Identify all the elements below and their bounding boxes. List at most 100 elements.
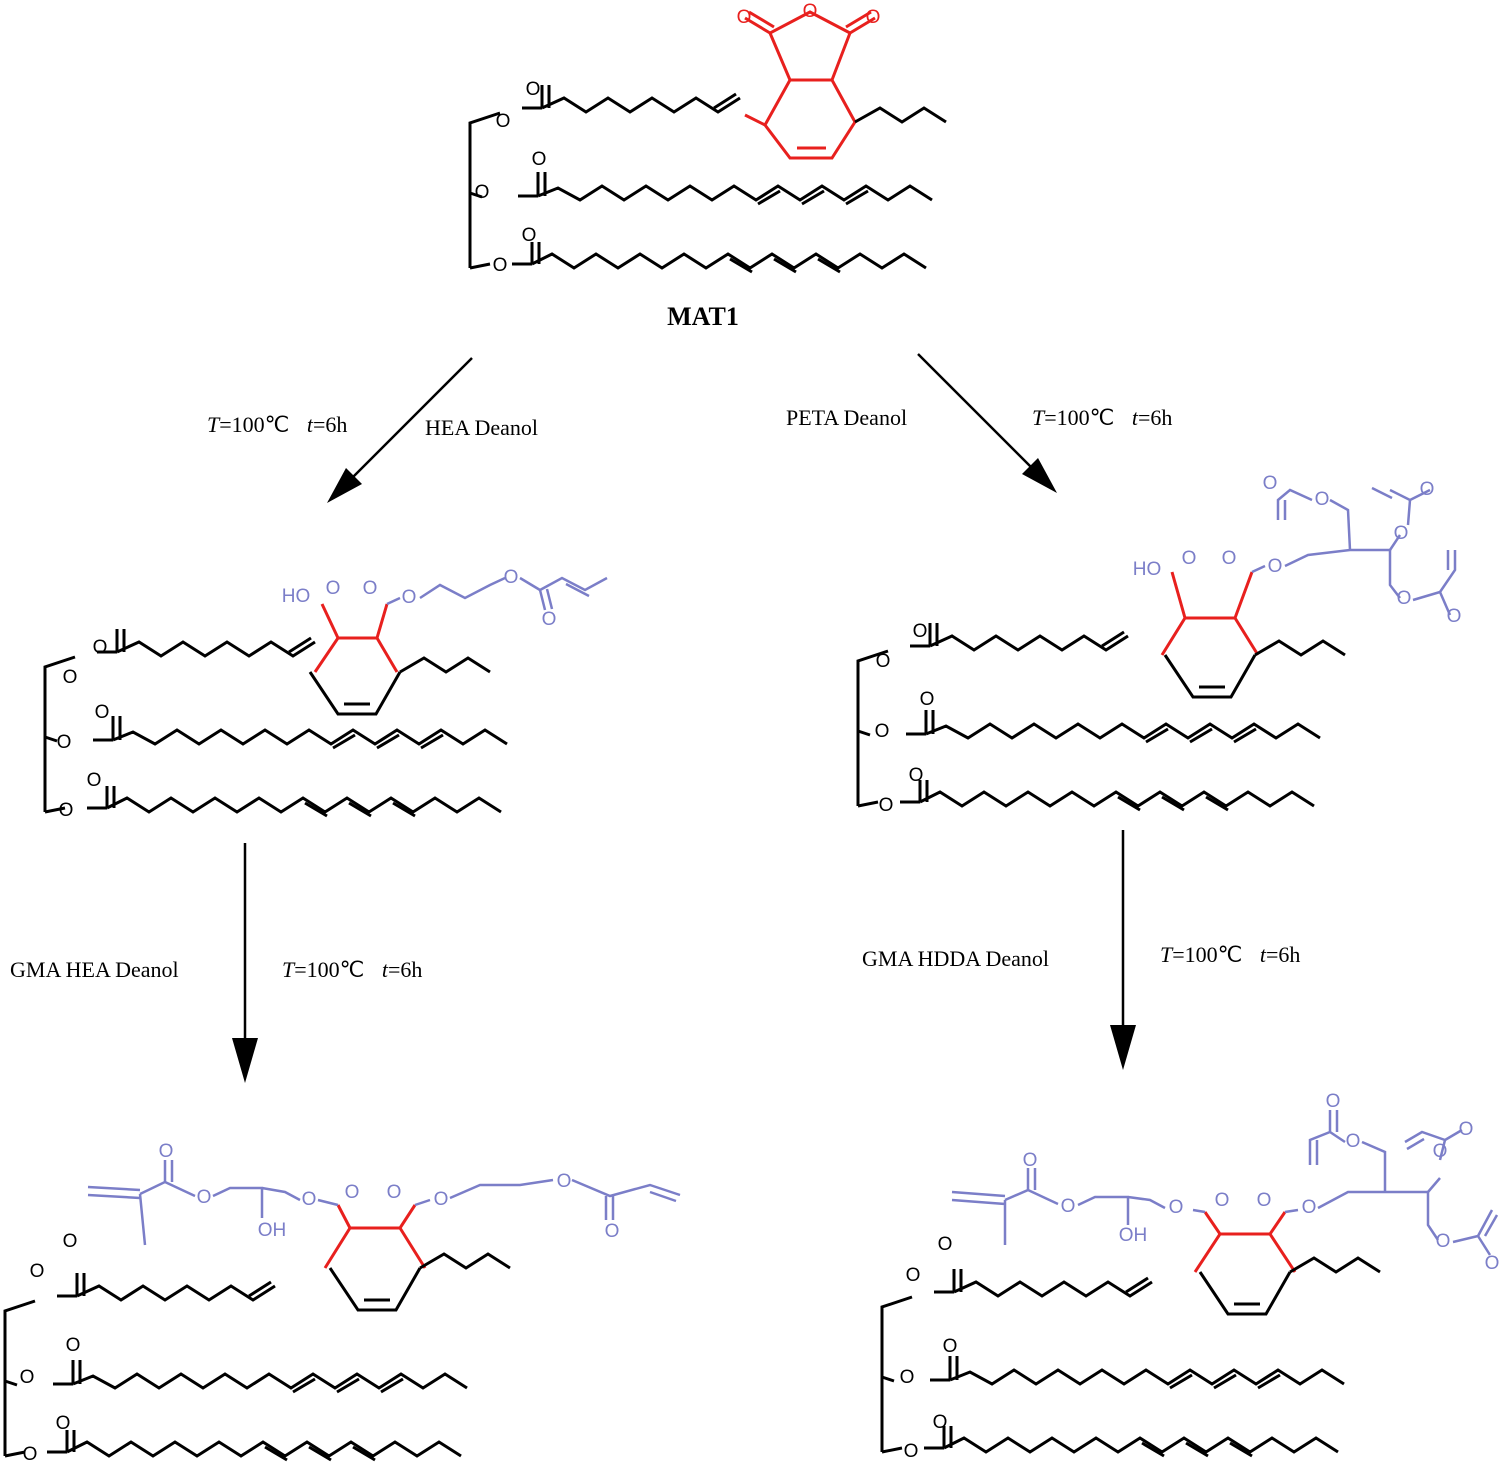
condition-left-second: GMA HEA Deanol T=100℃ t=6h <box>10 957 422 982</box>
oxygen-atom: O <box>1447 606 1462 627</box>
temperature-value: =100 <box>219 412 264 437</box>
oxygen-atom: O <box>909 765 924 786</box>
oxygen-atom: O <box>1215 1190 1230 1211</box>
time-value: =6h <box>388 957 422 982</box>
oxygen-atom: O <box>493 255 508 276</box>
oxygen-atom: O <box>866 7 881 28</box>
degree-unit: ℃ <box>1218 942 1243 967</box>
arrow-to-hea-product <box>327 357 473 503</box>
oxygen-atom: O <box>63 667 78 688</box>
time-value: =6h <box>1138 405 1172 430</box>
oxygen-atom: O <box>496 111 511 132</box>
oxygen-atom: O <box>904 1441 919 1462</box>
oxygen-atom: O <box>906 1265 921 1286</box>
reagent-label: GMA HEA Deanol <box>10 957 179 982</box>
time-symbol: t <box>1260 942 1267 967</box>
svg-text:T=100℃ t=6h: T=100℃ t=6h <box>282 957 422 982</box>
oxygen-atom: O <box>920 689 935 710</box>
oxygen-atom: O <box>1346 1131 1361 1152</box>
hea-product-structure: O O O O O O HO O O O O O <box>43 567 608 821</box>
time-value: =6h <box>313 412 347 437</box>
hydroxyl-group: HO <box>282 586 311 607</box>
condition-left-first: T=100℃ t=6h HEA Deanol <box>207 412 538 440</box>
oxygen-atom: O <box>522 225 537 246</box>
time-symbol: t <box>382 957 389 982</box>
hydroxyl-group: OH <box>1119 1225 1148 1246</box>
reagent-label: GMA HDDA Deanol <box>862 946 1049 971</box>
oxygen-atom: O <box>526 79 541 100</box>
oxygen-atom: O <box>1326 1091 1341 1112</box>
oxygen-atom: O <box>803 1 818 22</box>
oxygen-atom: O <box>326 578 341 599</box>
oxygen-atom: O <box>87 770 102 791</box>
oxygen-atom: O <box>542 609 557 630</box>
oxygen-atom: O <box>938 1234 953 1255</box>
oxygen-atom: O <box>913 621 928 642</box>
oxygen-atom: O <box>737 7 752 28</box>
temperature-symbol: T <box>1160 942 1174 967</box>
mat1-structure: O O O O O O O O O MAT1 <box>468 1 947 331</box>
hydroxyl-group: OH <box>258 1220 287 1241</box>
temperature-value: =100 <box>1044 405 1089 430</box>
oxygen-atom: O <box>1023 1150 1038 1171</box>
oxygen-atom: O <box>57 732 72 753</box>
degree-unit: ℃ <box>340 957 365 982</box>
oxygen-atom: O <box>879 795 894 816</box>
temperature-value: =100 <box>1172 942 1217 967</box>
oxygen-atom: O <box>197 1187 212 1208</box>
time-value: =6h <box>1266 942 1300 967</box>
compound-label: MAT1 <box>667 302 739 331</box>
reagent-label: PETA Deanol <box>786 405 907 430</box>
oxygen-atom: O <box>1397 588 1412 609</box>
oxygen-atom: O <box>1182 548 1197 569</box>
oxygen-atom: O <box>1169 1197 1184 1218</box>
condition-right-first: PETA Deanol T=100℃ t=6h <box>786 405 1172 430</box>
oxygen-atom: O <box>1061 1196 1076 1217</box>
oxygen-atom: O <box>933 1412 948 1433</box>
arrow-to-gma-hea-product <box>232 843 258 1083</box>
peta-product-structure: O O O O O O HO O O O O O O O O O <box>856 473 1462 816</box>
oxygen-atom: O <box>387 1182 402 1203</box>
temperature-symbol: T <box>1032 405 1046 430</box>
oxygen-atom: O <box>1222 548 1237 569</box>
oxygen-atom: O <box>532 149 547 170</box>
degree-unit: ℃ <box>1090 405 1115 430</box>
oxygen-atom: O <box>23 1444 38 1464</box>
oxygen-atom: O <box>30 1261 45 1282</box>
oxygen-atom: O <box>95 702 110 723</box>
oxygen-atom: O <box>66 1335 81 1356</box>
oxygen-atom: O <box>1459 1119 1474 1140</box>
arrow-to-gma-hdda-product <box>1110 830 1136 1070</box>
oxygen-atom: O <box>434 1189 449 1210</box>
oxygen-atom: O <box>605 1221 620 1242</box>
oxygen-atom: O <box>159 1141 174 1162</box>
reagent-label: HEA Deanol <box>425 415 538 440</box>
arrow-to-peta-product <box>917 353 1057 493</box>
oxygen-atom: O <box>56 1413 71 1434</box>
oxygen-atom: O <box>363 578 378 599</box>
temperature-symbol: T <box>207 412 221 437</box>
time-symbol: t <box>307 412 314 437</box>
oxygen-atom: O <box>1263 473 1278 494</box>
oxygen-atom: O <box>1433 1141 1448 1162</box>
oxygen-atom: O <box>504 567 519 588</box>
oxygen-atom: O <box>1302 1197 1317 1218</box>
oxygen-atom: O <box>1436 1231 1451 1252</box>
oxygen-atom: O <box>900 1367 915 1388</box>
oxygen-atom: O <box>302 1189 317 1210</box>
temperature-symbol: T <box>282 957 296 982</box>
oxygen-atom: O <box>20 1367 35 1388</box>
oxygen-atom: O <box>1394 523 1409 544</box>
oxygen-atom: O <box>875 721 890 742</box>
gma-hdda-product-structure: O O O O O O O O OH O O O O O O O O O O <box>880 1091 1499 1462</box>
oxygen-atom: O <box>1315 489 1330 510</box>
svg-text:T=100℃ t=6h: T=100℃ t=6h <box>1032 405 1172 430</box>
oxygen-atom: O <box>1420 479 1435 500</box>
temperature-value: =100 <box>294 957 339 982</box>
oxygen-atom: O <box>943 1336 958 1357</box>
svg-text:T=100℃ t=6h: T=100℃ t=6h <box>1160 942 1300 967</box>
oxygen-atom: O <box>345 1182 360 1203</box>
oxygen-atom: O <box>876 651 891 672</box>
oxygen-atom: O <box>475 182 490 203</box>
